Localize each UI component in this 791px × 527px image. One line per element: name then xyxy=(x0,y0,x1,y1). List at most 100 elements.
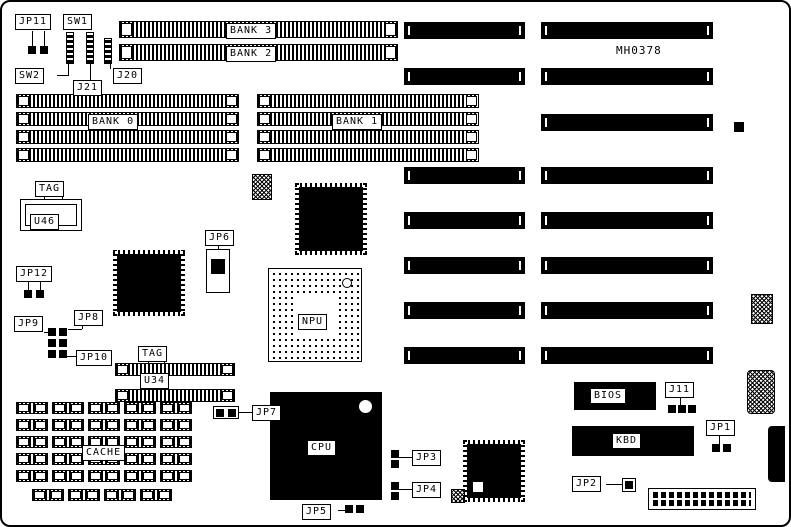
label-sw1: SW1 xyxy=(63,14,93,30)
isa-slot-left xyxy=(404,212,525,229)
cache-chip xyxy=(124,402,156,414)
cache-chip xyxy=(160,470,192,482)
jp1-jumper xyxy=(712,444,720,452)
label-jp7: JP7 xyxy=(252,405,282,421)
label-tag-u46: TAG xyxy=(35,181,65,197)
jp2-jumper xyxy=(625,481,633,489)
small-component xyxy=(451,489,465,503)
label-bank3: BANK 3 xyxy=(226,23,277,39)
pin-row xyxy=(653,500,751,506)
isa-slot-left xyxy=(404,302,525,319)
cache-chip xyxy=(124,453,156,465)
leader-line xyxy=(338,510,345,511)
jumper-block xyxy=(48,350,56,358)
label-bank1: BANK 1 xyxy=(332,114,383,130)
leader-line xyxy=(399,489,412,490)
small-connector xyxy=(751,294,773,324)
jp4-jumper xyxy=(391,492,399,500)
cache-chip xyxy=(52,436,84,448)
cache-chip xyxy=(124,419,156,431)
pin-row xyxy=(653,492,751,498)
cache-chip xyxy=(32,489,64,501)
leader-line xyxy=(62,196,63,200)
simm-socket-bank0 xyxy=(16,130,239,144)
isa-slot-right xyxy=(541,347,713,364)
simm-socket-bank1 xyxy=(257,148,479,162)
label-jp6: JP6 xyxy=(205,230,235,246)
label-jp3: JP3 xyxy=(412,450,442,466)
jp6-jumper xyxy=(211,259,225,274)
cache-chip xyxy=(160,453,192,465)
jp7-jumper-block xyxy=(213,406,239,419)
leader-line xyxy=(680,397,681,405)
jp4-jumper xyxy=(391,482,399,490)
label-bank2: BANK 2 xyxy=(226,46,277,62)
cache-chip xyxy=(124,436,156,448)
j20-header xyxy=(104,38,112,64)
jp3-jumper xyxy=(391,460,399,468)
j11-jumper xyxy=(688,405,696,413)
label-jp10: JP10 xyxy=(76,350,113,366)
leader-line xyxy=(164,361,165,364)
jumper-block xyxy=(59,350,67,358)
leader-line xyxy=(110,64,111,69)
leader-line xyxy=(40,282,41,290)
jp5-jumper xyxy=(345,505,353,513)
isa-slot-right xyxy=(541,167,713,184)
leader-line xyxy=(68,329,82,330)
slot-end-connector xyxy=(734,122,744,132)
label-u46: U46 xyxy=(30,214,60,230)
label-cpu: CPU xyxy=(307,440,337,456)
cache-chip xyxy=(160,402,192,414)
cache-chip xyxy=(104,489,136,501)
jumper-block xyxy=(59,328,67,336)
isa-slot-left xyxy=(404,347,525,364)
isa-slot-right xyxy=(541,212,713,229)
label-jp9: JP9 xyxy=(14,316,44,332)
isa-slot-right xyxy=(541,114,713,131)
isa-slot-right xyxy=(541,68,713,85)
isa-slot-right xyxy=(541,302,713,319)
leader-line xyxy=(239,412,252,413)
leader-line xyxy=(148,361,149,364)
jp3-jumper xyxy=(391,450,399,458)
isa-slot-right xyxy=(541,257,713,274)
cache-chip xyxy=(52,402,84,414)
leader-line xyxy=(67,356,76,357)
jp5-jumper xyxy=(356,505,364,513)
keyboard-din-connector xyxy=(768,426,785,482)
u34-socket-row xyxy=(115,389,235,402)
leader-line xyxy=(606,484,623,485)
leader-line xyxy=(44,196,45,200)
label-npu: NPU xyxy=(298,314,328,330)
jumper-block xyxy=(48,339,56,347)
label-jp5: JP5 xyxy=(302,504,332,520)
label-jp4: JP4 xyxy=(412,482,442,498)
cache-chip xyxy=(16,470,48,482)
jumper-block xyxy=(59,339,67,347)
j11-jumper xyxy=(678,405,686,413)
leader-line xyxy=(32,31,33,46)
chipset-qfp-left xyxy=(113,250,185,316)
label-sw2: SW2 xyxy=(15,68,45,84)
io-controller-qfp xyxy=(463,440,525,502)
cache-chip xyxy=(52,419,84,431)
sw-switch-block xyxy=(66,32,74,64)
cache-chip xyxy=(68,489,100,501)
simm-socket-bank0 xyxy=(16,94,239,108)
oscillator-can xyxy=(206,249,230,293)
cache-chip xyxy=(16,436,48,448)
jp11-jumper xyxy=(28,46,36,54)
cache-chip xyxy=(88,402,120,414)
leader-line xyxy=(57,75,68,76)
isa-slot-left xyxy=(404,22,525,39)
label-kbd: KBD xyxy=(612,433,642,449)
u34-socket-row xyxy=(115,363,235,376)
cache-chip xyxy=(16,419,48,431)
label-jp8: JP8 xyxy=(74,310,104,326)
leader-line xyxy=(44,31,45,46)
npu-pin1-marker xyxy=(342,278,352,288)
leader-line xyxy=(44,332,49,333)
label-j20: J20 xyxy=(113,68,143,84)
jp7-jumper xyxy=(216,409,224,417)
